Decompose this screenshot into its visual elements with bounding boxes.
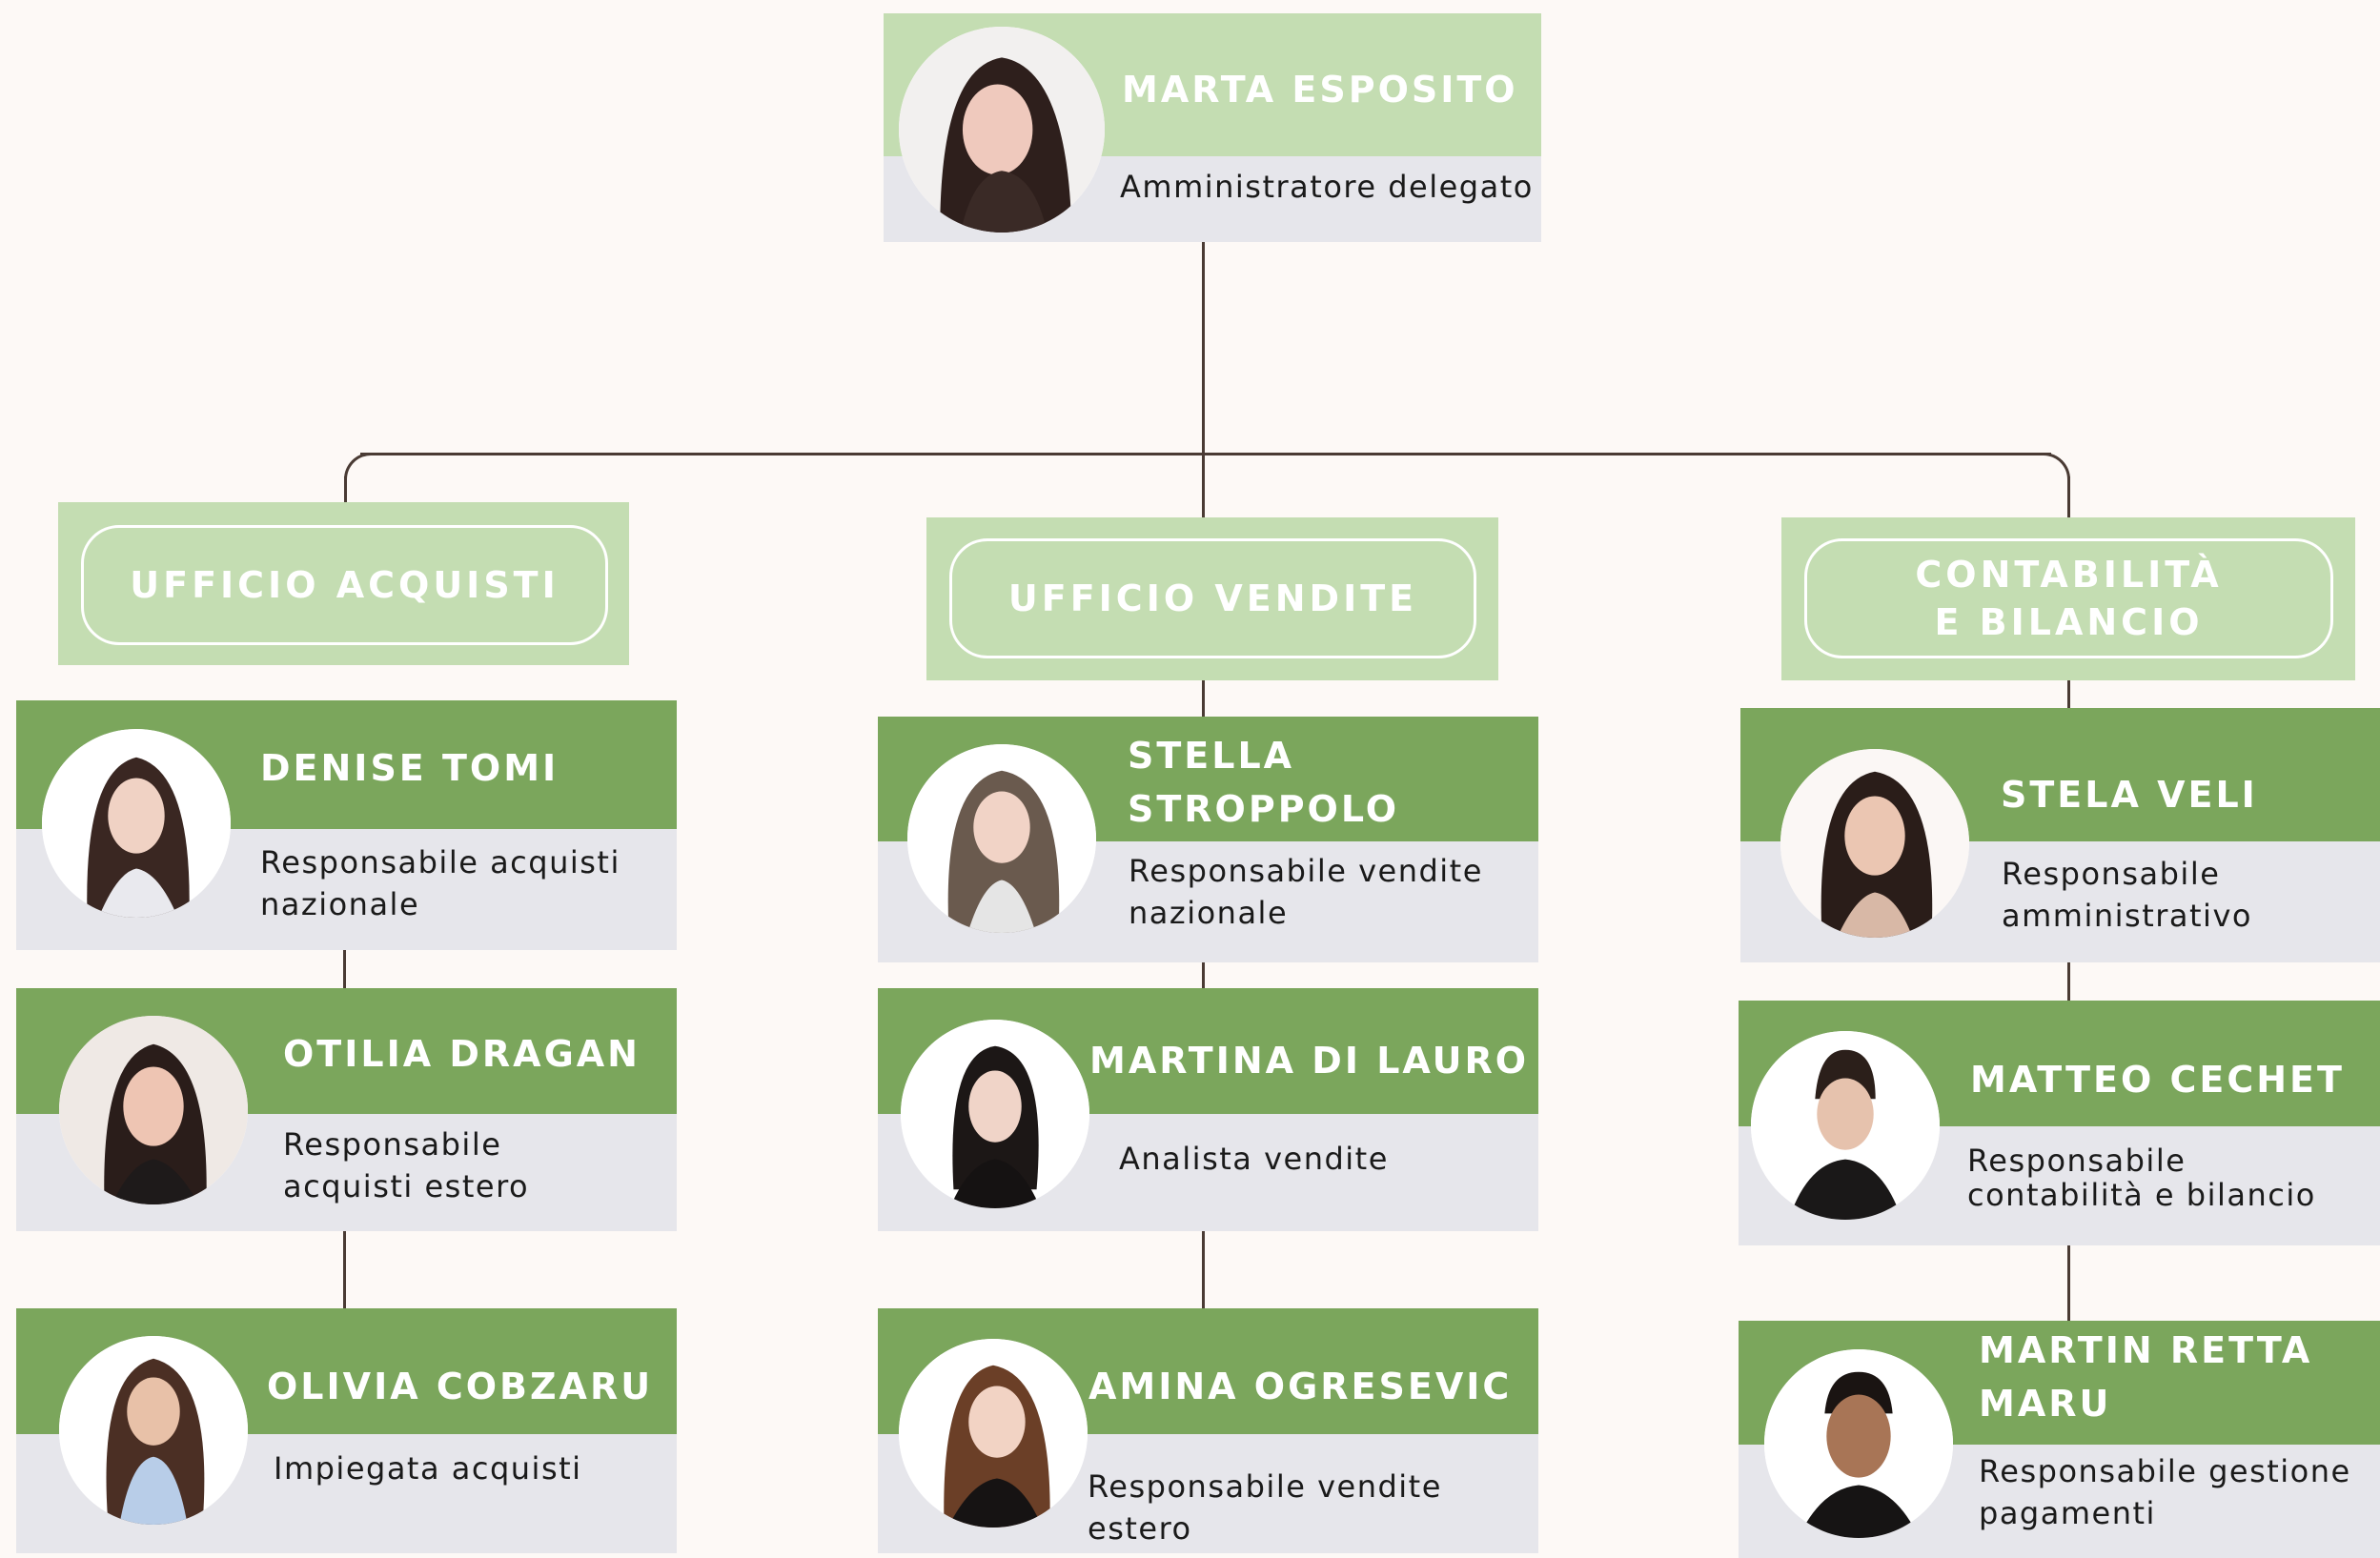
connector-col3-b [2067, 1244, 2070, 1322]
person-photo-icon [1764, 1349, 1953, 1538]
avatar-martina-di-lauro [901, 1020, 1089, 1208]
avatar-matteo-cechet [1751, 1031, 1940, 1220]
connector-col2-a [1202, 961, 1205, 991]
connector-right-down [2067, 476, 2070, 519]
person-photo-icon [59, 1336, 248, 1525]
member-role: Responsabile vendite nazionale [1129, 853, 1483, 931]
department-header-acquisti: UFFICIO ACQUISTI [58, 502, 629, 665]
avatar-olivia-cobzaru [59, 1336, 248, 1525]
avatar-amina-ogresevic [899, 1339, 1088, 1528]
connector-col3-a [2067, 961, 2070, 1001]
member-name: OLIVIA COBZARU [267, 1366, 654, 1407]
member-name: OTILIA DRAGAN [283, 1033, 641, 1075]
ceo-role: Amministratore delegato [1120, 169, 1534, 205]
avatar-otilia-dragan [59, 1016, 248, 1204]
person-photo-icon [1751, 1031, 1940, 1220]
member-name: STELA VELI [2001, 774, 2258, 816]
person-photo-icon [59, 1016, 248, 1204]
connector-horizontal [360, 453, 2051, 455]
member-name: DENISE TOMI [260, 747, 559, 789]
person-photo-icon [899, 27, 1105, 233]
ceo-name: MARTA ESPOSITO [1122, 69, 1518, 111]
connector-col1-a [343, 950, 346, 990]
member-name: MARTIN RETTA MARU [1979, 1329, 2313, 1425]
department-title-vendite: UFFICIO VENDITE [949, 538, 1476, 658]
member-role: Responsabile contabilità e bilancio [1967, 1143, 2316, 1213]
member-name: AMINA OGRESEVIC [1088, 1366, 1513, 1407]
connector-col2-0 [1202, 678, 1205, 718]
member-role: Responsabile acquisti nazionale [260, 844, 620, 922]
connector-col3-0 [2067, 678, 2070, 709]
avatar-denise-tomi [42, 729, 231, 918]
avatar-stela-veli [1780, 749, 1969, 938]
person-photo-icon [42, 729, 231, 918]
person-photo-icon [907, 744, 1096, 933]
member-role: Impiegata acquisti [274, 1450, 582, 1487]
avatar-martin-retta-maru [1764, 1349, 1953, 1538]
member-name: STELLA STROPPOLO [1128, 735, 1400, 830]
department-header-vendite: UFFICIO VENDITE [926, 517, 1498, 680]
member-role: Responsabile vendite estero [1088, 1468, 1442, 1547]
member-name: MARTINA DI LAURO [1089, 1040, 1530, 1082]
department-title-acquisti: UFFICIO ACQUISTI [81, 525, 608, 645]
connector-col2-b [1202, 1231, 1205, 1309]
person-photo-icon [901, 1020, 1089, 1208]
connector-left-down [344, 476, 347, 505]
member-role: Responsabile acquisti estero [283, 1126, 530, 1204]
connector-corner-left [344, 453, 373, 481]
avatar-stella-stroppolo [907, 744, 1096, 933]
department-header-contabilita: CONTABILITÀ E BILANCIO [1781, 517, 2355, 680]
department-title-contabilita: CONTABILITÀ E BILANCIO [1804, 538, 2333, 658]
person-photo-icon [899, 1339, 1088, 1528]
ceo-card: MARTA ESPOSITO Amministratore delegato [884, 13, 1541, 242]
member-role: Responsabile gestione pagamenti [1979, 1453, 2351, 1531]
connector-col1-b [343, 1231, 346, 1309]
person-photo-icon [1780, 749, 1969, 938]
member-name: MATTEO CECHET [1970, 1059, 2345, 1101]
connector-ceo-down [1202, 241, 1205, 454]
connector-corner-right [2042, 453, 2070, 481]
member-role: Analista vendite [1119, 1141, 1389, 1177]
connector-center-down [1202, 453, 1205, 519]
ceo-avatar [899, 27, 1105, 233]
member-role: Responsabile amministrativo [2002, 856, 2252, 934]
